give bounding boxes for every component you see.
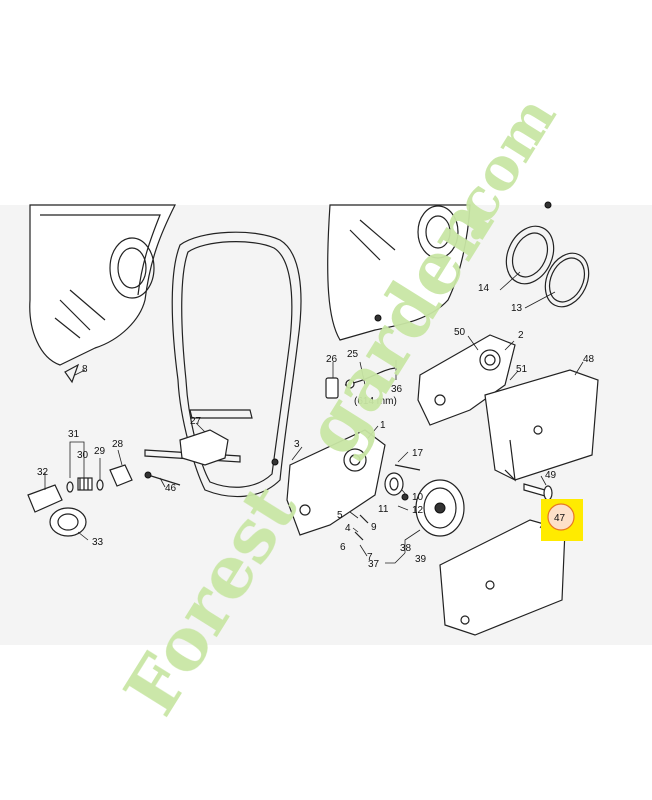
callout-31: 31 <box>68 429 80 440</box>
cover-48 <box>484 369 599 482</box>
callout-5: 5 <box>337 510 343 521</box>
bolt-49 <box>523 483 553 501</box>
callout-8: 8 <box>82 364 88 375</box>
housing-middle <box>327 204 471 341</box>
bearing-11 <box>384 472 404 496</box>
gear-housing-1 <box>286 429 386 536</box>
fitting-26 <box>325 377 339 399</box>
callout-30: 30 <box>77 450 89 461</box>
pulley-38 <box>415 479 465 537</box>
valve-28 <box>109 464 133 487</box>
cover-47 <box>439 519 566 636</box>
callout-39: 39 <box>415 554 427 565</box>
callout-9: 9 <box>371 522 377 533</box>
callout-25: 25 <box>347 349 359 360</box>
callout-28: 28 <box>112 439 124 450</box>
callout-33: 33 <box>92 537 104 548</box>
callout-48: 48 <box>583 354 595 365</box>
callout-26: 26 <box>326 354 338 365</box>
oring-31 <box>66 481 74 493</box>
callout-50: 50 <box>454 327 466 338</box>
nut-33 <box>49 507 87 537</box>
callout-17: 17 <box>412 448 424 459</box>
callout-2: 2 <box>518 330 524 341</box>
callout-36: 36 <box>391 384 403 395</box>
ring-14 <box>505 225 555 285</box>
callout-38: 38 <box>400 543 412 554</box>
highlight-circle <box>547 503 575 531</box>
callout-1: 1 <box>380 420 386 431</box>
callout-14: 14 <box>478 283 490 294</box>
callout-47: 47 <box>554 513 566 524</box>
coupling-32 <box>27 484 63 513</box>
callout-29: 29 <box>94 446 106 457</box>
callout-49: 49 <box>545 470 557 481</box>
callout-37: 37 <box>368 559 380 570</box>
handle-27 <box>179 429 229 466</box>
callout-27: 27 <box>190 416 202 427</box>
leader-lines <box>44 271 584 564</box>
callout-7: 7 <box>367 552 373 563</box>
callout-13: 13 <box>511 303 523 314</box>
housing-left <box>29 204 176 384</box>
callout-labels: 8 25 26 36 (614 mm) 27 31 28 29 30 32 46… <box>37 283 595 570</box>
callout-4: 4 <box>345 523 351 534</box>
callout-46: 46 <box>165 483 177 494</box>
ring-13 <box>544 252 590 308</box>
spring-30 <box>77 477 93 491</box>
callout-32: 32 <box>37 467 49 478</box>
callout-12: 12 <box>412 505 424 516</box>
callout-11: 11 <box>378 504 389 515</box>
screw-46 <box>144 471 181 486</box>
callout-51: 51 <box>516 364 528 375</box>
callout-6: 6 <box>340 542 346 553</box>
callout-10: 10 <box>412 492 424 503</box>
callout-3: 3 <box>294 439 300 450</box>
hose-36 <box>344 367 396 389</box>
dimension-614: (614 mm) <box>354 396 397 407</box>
